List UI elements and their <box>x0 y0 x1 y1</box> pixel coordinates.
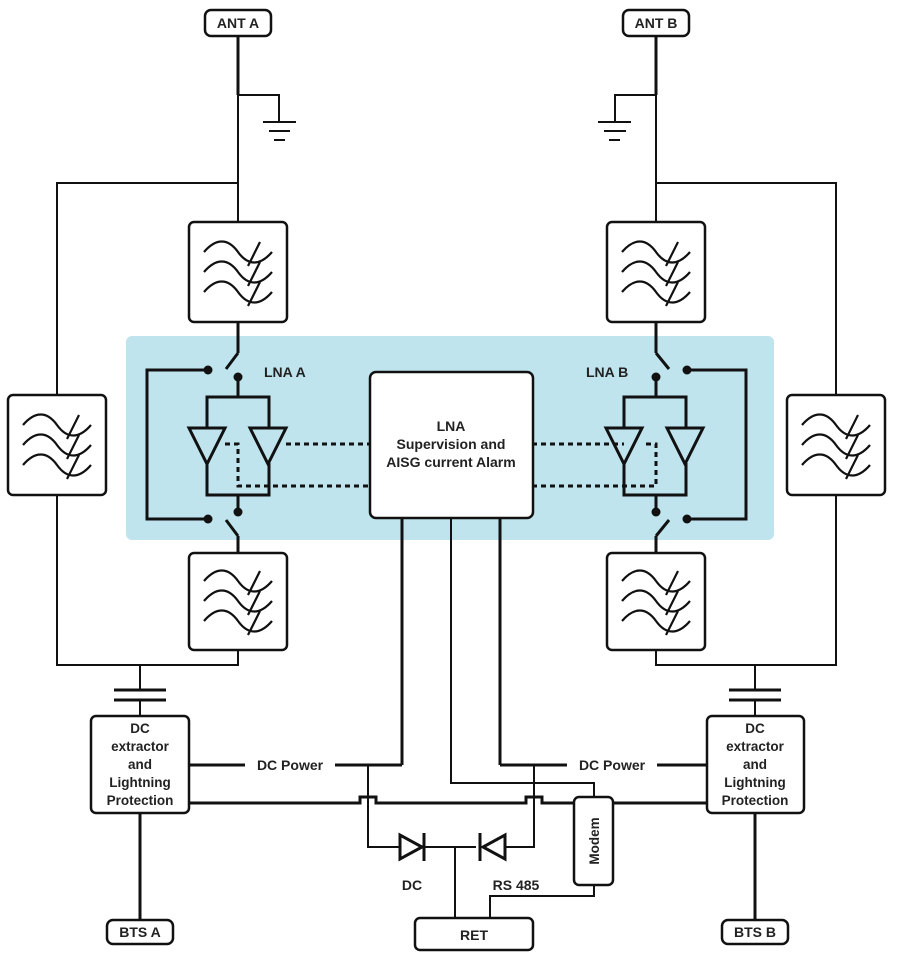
dc-extractor-right-line-3: and <box>743 757 767 772</box>
supervision-line-1: LNA <box>437 418 466 434</box>
dc-extractor-left-line-3: and <box>128 757 152 772</box>
filter-ant-a-bottom <box>187 551 289 652</box>
modem-label: Modem <box>587 817 602 864</box>
supervision-unit: LNA Supervision and AISG current Alarm <box>368 370 535 520</box>
right-wiring <box>498 36 837 920</box>
dc-label: DC <box>402 877 422 893</box>
filter-ant-a-top <box>187 220 289 324</box>
left-wiring <box>56 36 574 920</box>
dc-extractor-left-line-4: Lightning <box>109 775 170 790</box>
lna-b-label: LNA B <box>586 364 628 380</box>
ret-label: RET <box>460 927 488 943</box>
dc-extractor-right: DC extractor and Lightning Protection <box>705 714 806 815</box>
filter-ant-a-bypass <box>6 393 108 497</box>
dc-extractor-right-line-5: Protection <box>722 793 789 808</box>
dc-power-left-label: DC Power <box>257 757 324 773</box>
supervision-line-3: AISG current Alarm <box>386 454 515 470</box>
filter-ant-b-bottom <box>605 551 707 652</box>
bts-a-label: BTS A <box>119 924 160 940</box>
ret-unit: RET <box>413 916 535 952</box>
dc-power-right-label: DC Power <box>579 757 646 773</box>
filter-ant-b-bypass <box>785 393 887 497</box>
filter-ant-b-top <box>605 220 707 324</box>
dc-extractor-right-line-1: DC <box>745 721 765 736</box>
bts-a-node: BTS A <box>105 918 175 946</box>
antenna-b-label: ANT B <box>635 15 678 31</box>
antenna-a-node: ANT A <box>203 8 273 38</box>
dc-extractor-right-line-2: extractor <box>726 739 785 754</box>
bts-b-node: BTS B <box>720 918 790 946</box>
dc-extractor-left-line-5: Protection <box>107 793 174 808</box>
antenna-a-label: ANT A <box>217 15 259 31</box>
dc-extractor-right-line-4: Lightning <box>724 775 785 790</box>
supervision-line-2: Supervision and <box>397 436 506 452</box>
bts-b-label: BTS B <box>734 924 776 940</box>
modem-unit: Modem <box>572 795 615 887</box>
center-wiring <box>367 518 595 918</box>
lna-a-label: LNA A <box>264 364 306 380</box>
dc-extractor-left-line-1: DC <box>130 721 150 736</box>
dc-extractor-left-line-2: extractor <box>111 739 170 754</box>
dc-extractor-left: DC extractor and Lightning Protection <box>89 714 191 815</box>
antenna-b-node: ANT B <box>621 8 691 38</box>
rs485-label: RS 485 <box>493 877 540 893</box>
